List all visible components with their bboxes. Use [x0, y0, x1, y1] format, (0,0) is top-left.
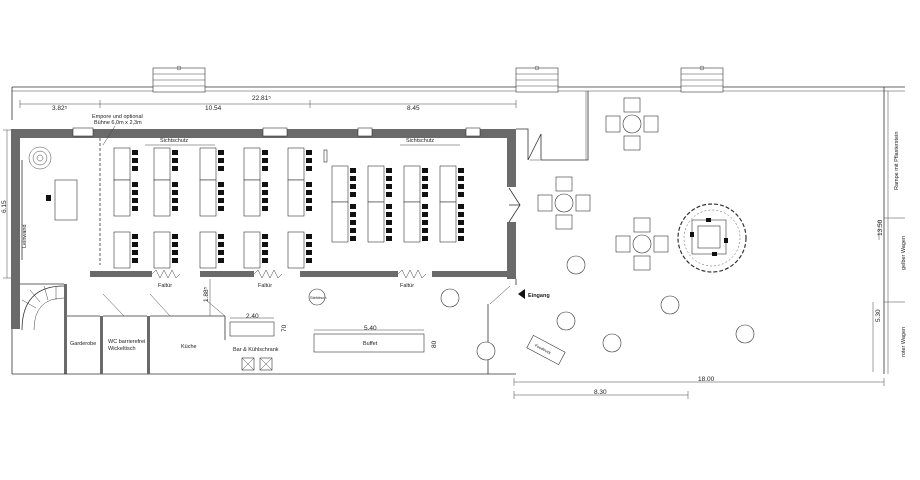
label-eingang: Eingang	[528, 293, 550, 299]
label-wc-1: WC barrierefrei	[108, 339, 145, 345]
outdoor-round-table	[566, 255, 586, 275]
bar-counter	[229, 321, 275, 337]
dim-6-15: 6.15	[1, 200, 8, 213]
label-sichtschutz-2: Sichtschutz	[406, 138, 434, 144]
tree-with-bench	[677, 203, 747, 273]
chairs-left	[132, 150, 312, 263]
outdoor-table-group-1	[605, 97, 659, 151]
label-buffet: Buffet	[363, 341, 378, 347]
round-stage-object	[28, 146, 52, 170]
label-rampe: Rampe mit Pflasterstein	[894, 132, 900, 190]
label-garderobe: Garderobe	[70, 341, 96, 347]
label-stehtisch: Stehtisch	[310, 295, 326, 300]
label-sichtschutz-1: Sichtschutz	[160, 138, 188, 144]
seating-left	[113, 147, 305, 269]
outdoor-round-table	[602, 333, 622, 353]
dim-3-82: 3.82⁵	[52, 105, 68, 112]
label-gelber-wagen: gelber Wagen	[901, 236, 907, 270]
foodtruck: Foodtruck	[526, 334, 566, 366]
lectern	[54, 179, 78, 221]
top-stair-2	[515, 65, 559, 93]
label-leinwand: Leinwand	[22, 224, 28, 248]
top-stair-1	[152, 65, 206, 93]
label-roter-wagen: roter Wagen	[901, 327, 907, 357]
label-faltuer-2: Faltür	[258, 283, 272, 289]
dim-5-40: 5.40	[364, 325, 377, 332]
stehtisch-inner	[308, 288, 326, 306]
outdoor-round-table	[660, 295, 680, 315]
label-bar: Bar & Kühlschrank	[233, 347, 279, 353]
label-empore-2: Bühne 6,0m x 2,3m	[94, 120, 142, 126]
label-kueche: Küche	[181, 344, 197, 350]
outdoor-table-group-2	[537, 176, 591, 230]
dim-80: 80	[431, 340, 438, 348]
spiral-staircase	[21, 285, 65, 331]
entrance-arrow-icon	[518, 289, 525, 299]
dim-18-00: 18.00	[698, 376, 715, 383]
terrace-boundary	[516, 91, 589, 161]
label-wc-2: Wickeltisch	[108, 346, 136, 352]
top-stair-3	[680, 65, 724, 93]
chairs-right	[350, 168, 464, 241]
seating-right	[331, 165, 457, 243]
dim-13-50: 13.50	[877, 219, 884, 236]
dim-10-54: 10.54	[205, 105, 222, 112]
outdoor-round-table	[556, 311, 576, 331]
dim-2-40: 2.40	[246, 313, 259, 320]
dim-5-30: 5.30	[875, 309, 882, 322]
dim-70: 70	[281, 324, 288, 332]
dim-8-30: 8.30	[594, 389, 607, 396]
outdoor-round-table	[735, 324, 755, 344]
fridges	[241, 357, 273, 371]
label-empore-1: Empore und optional	[92, 114, 143, 120]
label-faltuer-1: Faltür	[158, 283, 172, 289]
outdoor-table-group-3	[615, 217, 669, 271]
label-faltuer-3: Faltür	[400, 283, 414, 289]
buffet-table	[313, 333, 425, 353]
dim-22-81: 22.81⁵	[252, 95, 271, 102]
dim-8-45: 8.45	[407, 105, 420, 112]
dim-1-88: 1.88⁵	[203, 286, 210, 302]
